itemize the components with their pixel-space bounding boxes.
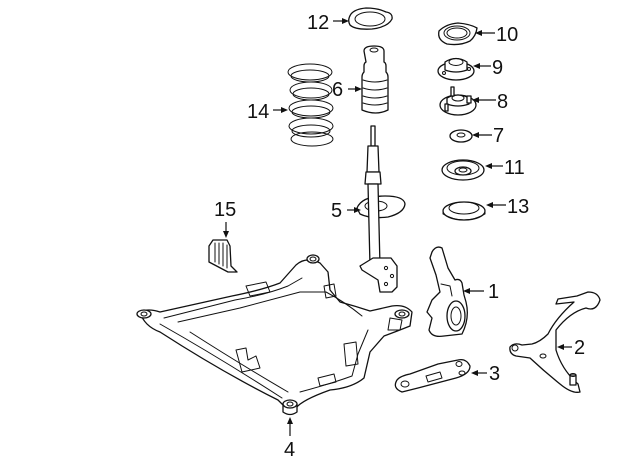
callout-12[interactable]: 12: [307, 12, 349, 34]
callout-1-label: 1: [488, 281, 499, 303]
part-5-strut[interactable]: [356, 125, 406, 293]
callout-8[interactable]: 8: [472, 91, 508, 113]
callout-13-label: 13: [507, 196, 529, 218]
subframe[interactable]: [136, 254, 413, 410]
part-1-steering-knuckle[interactable]: [426, 246, 468, 338]
callout-2-label: 2: [574, 337, 585, 359]
callout-7[interactable]: 7: [472, 125, 504, 147]
part-9-upper-mount[interactable]: [437, 57, 475, 81]
callout-9-label: 9: [492, 57, 503, 79]
callout-4[interactable]: 4: [284, 417, 295, 461]
callout-11[interactable]: 11: [485, 157, 525, 179]
callout-5[interactable]: 5: [331, 200, 361, 222]
callout-2[interactable]: 2: [557, 337, 585, 359]
callout-15-label: 15: [214, 199, 236, 221]
part-2-lower-control-arm[interactable]: [509, 291, 601, 393]
part-6-bump-stop[interactable]: [361, 45, 389, 114]
part-7-washer[interactable]: [449, 129, 473, 143]
callout-1[interactable]: 1: [463, 281, 499, 303]
callout-15[interactable]: 15: [214, 199, 236, 238]
callout-3[interactable]: 3: [471, 363, 500, 385]
part-14-coil-spring[interactable]: [287, 63, 334, 147]
callout-10-label: 10: [496, 24, 518, 46]
part-10-upper-spring-seat[interactable]: [438, 22, 478, 46]
callout-4-label: 4: [284, 439, 295, 461]
part-4-subframe-bushing[interactable]: [282, 399, 298, 416]
part-15-bracket[interactable]: [208, 239, 238, 273]
part-11-bearing[interactable]: [441, 159, 485, 181]
callout-13[interactable]: 13: [486, 196, 529, 218]
callout-12-label: 12: [307, 12, 329, 34]
callout-8-label: 8: [497, 91, 508, 113]
part-13-lower-spring-seat[interactable]: [442, 201, 486, 221]
part-8-strut-mount[interactable]: [439, 86, 477, 116]
callout-3-label: 3: [489, 363, 500, 385]
callout-11-label: 11: [504, 157, 525, 179]
callout-6[interactable]: 6: [332, 79, 362, 101]
part-3-brace[interactable]: [394, 358, 471, 393]
part-12-spring-insulator[interactable]: [348, 7, 393, 30]
callout-14-label: 14: [247, 101, 269, 123]
callout-6-label: 6: [332, 79, 343, 101]
callout-14[interactable]: 14: [247, 101, 288, 123]
callout-9[interactable]: 9: [473, 57, 503, 79]
callout-10[interactable]: 10: [475, 24, 518, 46]
callout-7-label: 7: [493, 125, 504, 147]
callout-5-label: 5: [331, 200, 342, 222]
